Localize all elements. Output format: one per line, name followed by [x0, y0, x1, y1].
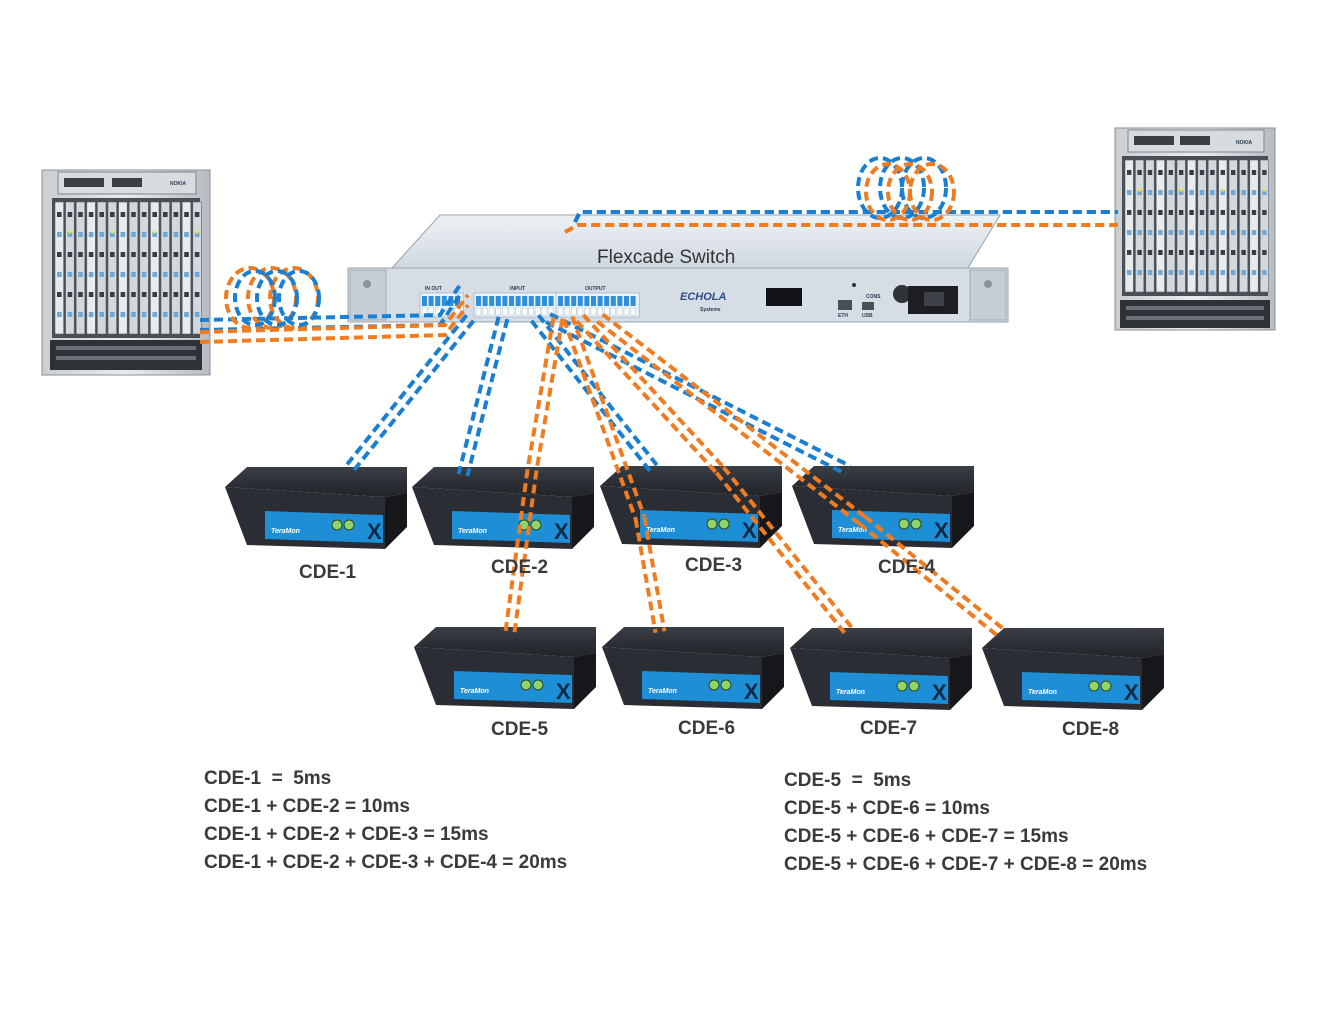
- formula-left-4: CDE-1 + CDE-2 + CDE-3 + CDE-4 = 20ms: [204, 852, 567, 873]
- cde-brand: TeraMon: [460, 688, 489, 695]
- cde-brand: TeraMon: [648, 688, 677, 695]
- cde-8-device[interactable]: TeraMon X: [982, 628, 1164, 710]
- cde-5-device[interactable]: TeraMon X: [414, 627, 596, 709]
- cde-7-label: CDE-7: [860, 718, 917, 739]
- right-chassis-vendor: NOKIA: [1236, 140, 1253, 146]
- left-router-chassis: NOKIA: [41, 169, 211, 376]
- port-label-inout: IN OUT: [425, 286, 442, 292]
- switch-brand: ECHOLA: [680, 291, 727, 303]
- cde-logo-x-icon: X: [932, 680, 947, 705]
- cde-brand: TeraMon: [836, 689, 865, 696]
- usb-label: USB: [862, 313, 873, 319]
- cde-logo-x-icon: X: [742, 518, 757, 543]
- fiber-links-front: [344, 312, 1005, 638]
- cde-8-label: CDE-8: [1062, 719, 1119, 740]
- flexcade-switch: Flexcade Switch IN OUT INPUT OUTPUT ECHO…: [347, 214, 1009, 323]
- cde-1-label: CDE-1: [299, 562, 356, 583]
- cde-2-label: CDE-2: [491, 557, 548, 578]
- cde-7-device[interactable]: TeraMon X: [790, 628, 972, 710]
- cde-2-device[interactable]: TeraMon X: [412, 467, 594, 549]
- power-switch-icon[interactable]: [893, 285, 911, 303]
- switch-display: [766, 288, 802, 306]
- cde-logo-x-icon: X: [934, 518, 949, 543]
- cde-brand: TeraMon: [838, 527, 867, 534]
- port-label-input: INPUT: [510, 286, 525, 292]
- eth-port[interactable]: [838, 300, 852, 310]
- cde-logo-x-icon: X: [556, 679, 571, 704]
- cde-brand: TeraMon: [1028, 689, 1057, 696]
- delay-formulas-right: CDE-5 = 5ms CDE-5 + CDE-6 = 10ms CDE-5 +…: [784, 770, 1147, 875]
- formula-left-3: CDE-1 + CDE-2 + CDE-3 = 15ms: [204, 824, 489, 845]
- delay-formulas-left: CDE-1 = 5ms CDE-1 + CDE-2 = 10ms CDE-1 +…: [204, 768, 567, 873]
- cde-brand: TeraMon: [646, 527, 675, 534]
- formula-left-2: CDE-1 + CDE-2 = 10ms: [204, 796, 410, 817]
- cde-brand: TeraMon: [271, 528, 300, 535]
- switch-title: Flexcade Switch: [597, 247, 735, 268]
- cde-logo-x-icon: X: [554, 519, 569, 544]
- cons-label: CONS: [866, 294, 881, 300]
- cde-labels: CDE-1 CDE-2 CDE-3 CDE-4 CDE-5 CDE-6 CDE-…: [299, 555, 1119, 740]
- formula-right-3: CDE-5 + CDE-6 + CDE-7 = 15ms: [784, 826, 1069, 847]
- cde-logo-x-icon: X: [744, 679, 759, 704]
- cde-logo-x-icon: X: [367, 519, 382, 544]
- left-chassis-vendor: NOKIA: [170, 181, 187, 187]
- fiber-port-groups[interactable]: [419, 292, 640, 318]
- cde-5-label: CDE-5: [491, 719, 548, 740]
- formula-right-2: CDE-5 + CDE-6 = 10ms: [784, 798, 990, 819]
- usb-port[interactable]: [862, 302, 874, 310]
- formula-right-4: CDE-5 + CDE-6 + CDE-7 + CDE-8 = 20ms: [784, 854, 1147, 875]
- cde-4-device[interactable]: TeraMon X: [792, 466, 974, 548]
- port-label-output: OUTPUT: [585, 286, 606, 292]
- echola-logo: ECHOLA Systems: [680, 291, 727, 313]
- cde-1-device[interactable]: TeraMon X: [225, 467, 407, 549]
- formula-right-1: CDE-5 = 5ms: [784, 770, 911, 791]
- cde-6-label: CDE-6: [678, 718, 735, 739]
- formula-left-1: CDE-1 = 5ms: [204, 768, 331, 789]
- eth-label: ETH: [838, 313, 848, 319]
- fiber-links: [199, 156, 1118, 344]
- switch-brand-sub: Systems: [700, 307, 721, 313]
- cde-brand: TeraMon: [458, 528, 487, 535]
- cde-3-label: CDE-3: [685, 555, 742, 576]
- cde-4-label: CDE-4: [878, 557, 935, 578]
- cde-6-device[interactable]: TeraMon X: [602, 627, 784, 709]
- cde-logo-x-icon: X: [1124, 680, 1139, 705]
- right-router-chassis: NOKIA: [1114, 127, 1276, 331]
